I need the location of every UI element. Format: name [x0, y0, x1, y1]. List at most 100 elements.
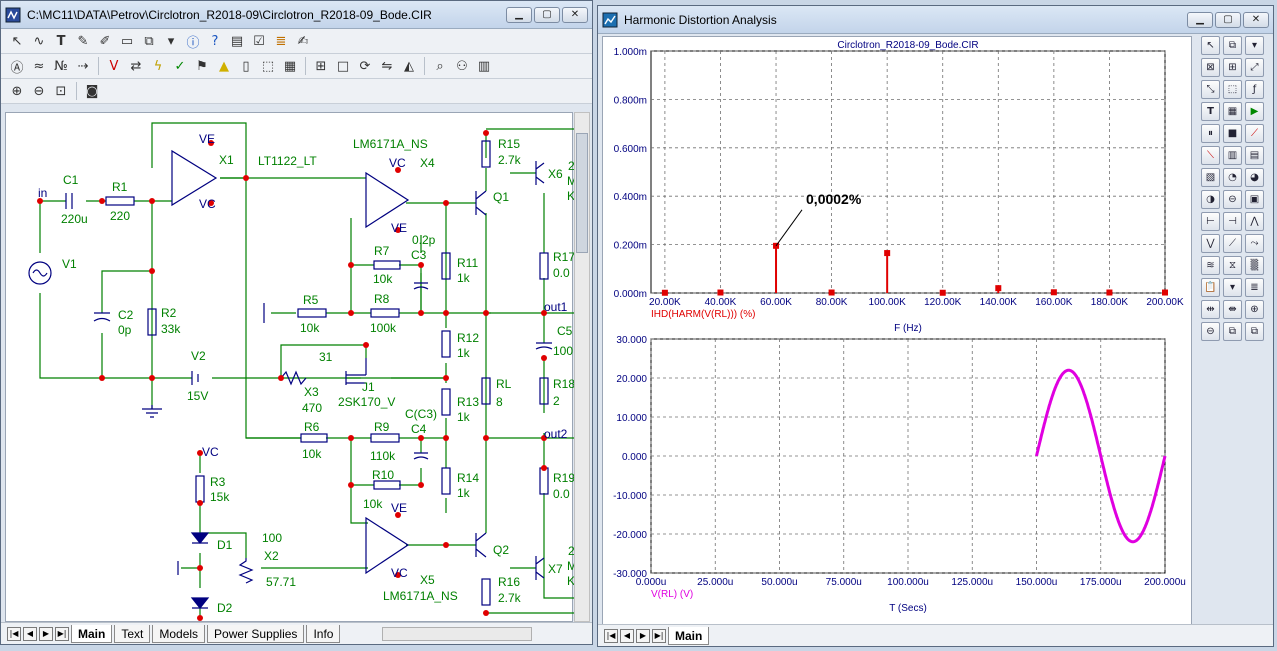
camera-icon[interactable]: ◙	[85, 83, 99, 99]
auto-scale-icon[interactable]: ⊞	[1223, 58, 1242, 77]
high-icon[interactable]: ▥	[1223, 146, 1242, 165]
warning-icon[interactable]: ▲	[219, 58, 229, 74]
select-arrow-icon[interactable]: ↖	[1201, 36, 1220, 55]
page-icon[interactable]: ▯	[242, 58, 250, 74]
layers-icon[interactable]: ≣	[275, 33, 287, 49]
bus-icon[interactable]: ▭	[120, 33, 134, 49]
paste-icon[interactable]: ⧉	[1245, 322, 1264, 341]
zoom-in-icon[interactable]: ⊕	[1245, 300, 1264, 319]
next-interpolated-icon[interactable]: ▣	[1245, 190, 1264, 209]
tab-power-supplies[interactable]: Power Supplies	[207, 624, 305, 643]
maximize-button[interactable]: ▢	[1215, 11, 1241, 28]
notes-icon[interactable]: ▥	[477, 58, 491, 74]
split-icon[interactable]: ⇼	[1223, 300, 1242, 319]
group-icon[interactable]: ⊞	[315, 58, 327, 74]
horizontal-tag-icon[interactable]: ⤳	[1245, 234, 1264, 253]
select-region-icon[interactable]: ⬚	[261, 58, 275, 74]
function-icon[interactable]: ƒ	[1245, 80, 1264, 99]
copy-icon[interactable]: ⧉	[1223, 322, 1242, 341]
mirror-icon[interactable]: ⇋	[381, 58, 393, 74]
prev-page-button[interactable]: ◀	[620, 628, 634, 643]
point-tag-icon[interactable]: ⟋	[1223, 234, 1242, 253]
last-page-button[interactable]: ▶|	[55, 626, 69, 641]
valley-icon[interactable]: ⟍	[1201, 146, 1220, 165]
pen-icon[interactable]: ✎	[77, 33, 89, 49]
rotate-icon[interactable]: ⟳	[359, 58, 371, 74]
find-icon[interactable]: ⌕	[436, 58, 444, 74]
attr-text-icon[interactable]: Ⓐ	[10, 60, 24, 76]
flip-icon[interactable]: ◭	[404, 58, 414, 74]
zoom-out-icon[interactable]: ⊖	[1201, 322, 1220, 341]
properties-icon[interactable]: ▦	[1223, 102, 1242, 121]
flag-icon[interactable]: ⚑	[196, 58, 208, 74]
schematic-titlebar[interactable]: C:\MC11\DATA\Petrov\Circlotron_R2018-09\…	[1, 1, 592, 29]
cursor-icon[interactable]: ⤡	[1201, 80, 1220, 99]
run-icon[interactable]: ▶	[1245, 102, 1264, 121]
text-tool-icon[interactable]: T	[56, 33, 66, 49]
edit-page-icon[interactable]: ✍	[297, 33, 309, 49]
fit-icon[interactable]: ⤢	[1245, 58, 1264, 77]
zoom-box-icon[interactable]: ⬚	[1223, 80, 1242, 99]
attr-wave-icon[interactable]: ≈	[33, 58, 45, 74]
clipboard-dropdown-icon[interactable]: ▾	[1223, 278, 1242, 297]
inflection-icon[interactable]: ▧	[1201, 168, 1220, 187]
node-numbers-icon[interactable]: №	[54, 58, 68, 74]
tag-vertical-icon[interactable]: ⋁	[1201, 234, 1220, 253]
zoom-in-icon[interactable]: ⊕	[11, 83, 23, 99]
brush-icon[interactable]: ✐	[99, 33, 111, 49]
checklist-icon[interactable]: ☑	[253, 33, 265, 49]
global-low-icon[interactable]: ◕	[1245, 168, 1264, 187]
low-icon[interactable]: ▤	[1245, 146, 1264, 165]
horizontal-scrollbar[interactable]	[382, 626, 533, 641]
distance-icon[interactable]: ⧖	[1223, 256, 1242, 275]
component-icon[interactable]: ⧉	[1223, 36, 1242, 55]
box-icon[interactable]: □	[336, 58, 350, 74]
wire-icon[interactable]: ∿	[33, 33, 45, 49]
check-icon[interactable]: ✓	[174, 58, 186, 74]
close-button[interactable]: ✕	[1243, 11, 1269, 28]
first-page-button[interactable]: |◀	[604, 628, 618, 643]
next-page-button[interactable]: ▶	[636, 628, 650, 643]
tag-right-icon[interactable]: ⊣	[1223, 212, 1242, 231]
current-icon[interactable]: ⇄	[130, 58, 142, 74]
dropdown-arrow-icon[interactable]: ▾	[167, 33, 175, 49]
list-icon[interactable]: ≣	[1245, 278, 1264, 297]
properties-icon[interactable]: ▦	[283, 58, 297, 74]
component-icon[interactable]: ⧉	[144, 33, 154, 49]
power-icon[interactable]: ϟ	[153, 58, 163, 74]
first-page-button[interactable]: |◀	[7, 626, 21, 641]
stop-icon[interactable]: ■	[1223, 124, 1242, 143]
tab-models[interactable]: Models	[152, 624, 206, 643]
voltage-icon[interactable]: V	[109, 58, 119, 74]
tag-horizontal-icon[interactable]: ⋀	[1245, 212, 1264, 231]
scrollbar-thumb[interactable]	[576, 133, 588, 253]
tab-text[interactable]: Text	[114, 624, 151, 643]
zoom-fit-icon[interactable]: ⊡	[55, 83, 67, 99]
help-icon[interactable]: ?	[211, 33, 219, 49]
pin-icon[interactable]: ⇢	[77, 58, 89, 74]
align-icon[interactable]: ⇹	[1201, 300, 1220, 319]
peak-icon[interactable]: ⟋	[1245, 124, 1264, 143]
last-page-button[interactable]: ▶|	[652, 628, 666, 643]
tab-main[interactable]: Main	[71, 624, 113, 643]
info-icon[interactable]: ⓘ	[186, 35, 200, 51]
binoculars-icon[interactable]: ⚇	[456, 58, 468, 74]
pause-icon[interactable]: ⏸	[1201, 124, 1220, 143]
select-arrow-icon[interactable]: ↖	[11, 33, 23, 49]
global-high-icon[interactable]: ◔	[1223, 168, 1242, 187]
clipboard-icon[interactable]: 📋	[1201, 278, 1220, 297]
analysis-titlebar[interactable]: Harmonic Distortion Analysis ▁ ▢ ✕	[598, 6, 1273, 34]
performance-tag-icon[interactable]: ≋	[1201, 256, 1220, 275]
slope-icon[interactable]: ◑	[1201, 190, 1220, 209]
dropdown-arrow-icon[interactable]: ▾	[1245, 36, 1264, 55]
schematic-vertical-scrollbar[interactable]	[574, 112, 590, 622]
text-tool-icon[interactable]: T	[1201, 102, 1220, 121]
zoom-out-icon[interactable]: ⊖	[33, 83, 45, 99]
scale-icon[interactable]: ⊠	[1201, 58, 1220, 77]
minimize-button[interactable]: ▁	[1187, 11, 1213, 28]
minimize-button[interactable]: ▁	[506, 6, 532, 23]
tab-main[interactable]: Main	[668, 626, 710, 645]
schematic-canvas[interactable]: in C1 220u R1 220 V1 C2 0p R2 33k V2 15V…	[5, 112, 577, 622]
grid-list-icon[interactable]: ▤	[230, 33, 244, 49]
prev-page-button[interactable]: ◀	[23, 626, 37, 641]
